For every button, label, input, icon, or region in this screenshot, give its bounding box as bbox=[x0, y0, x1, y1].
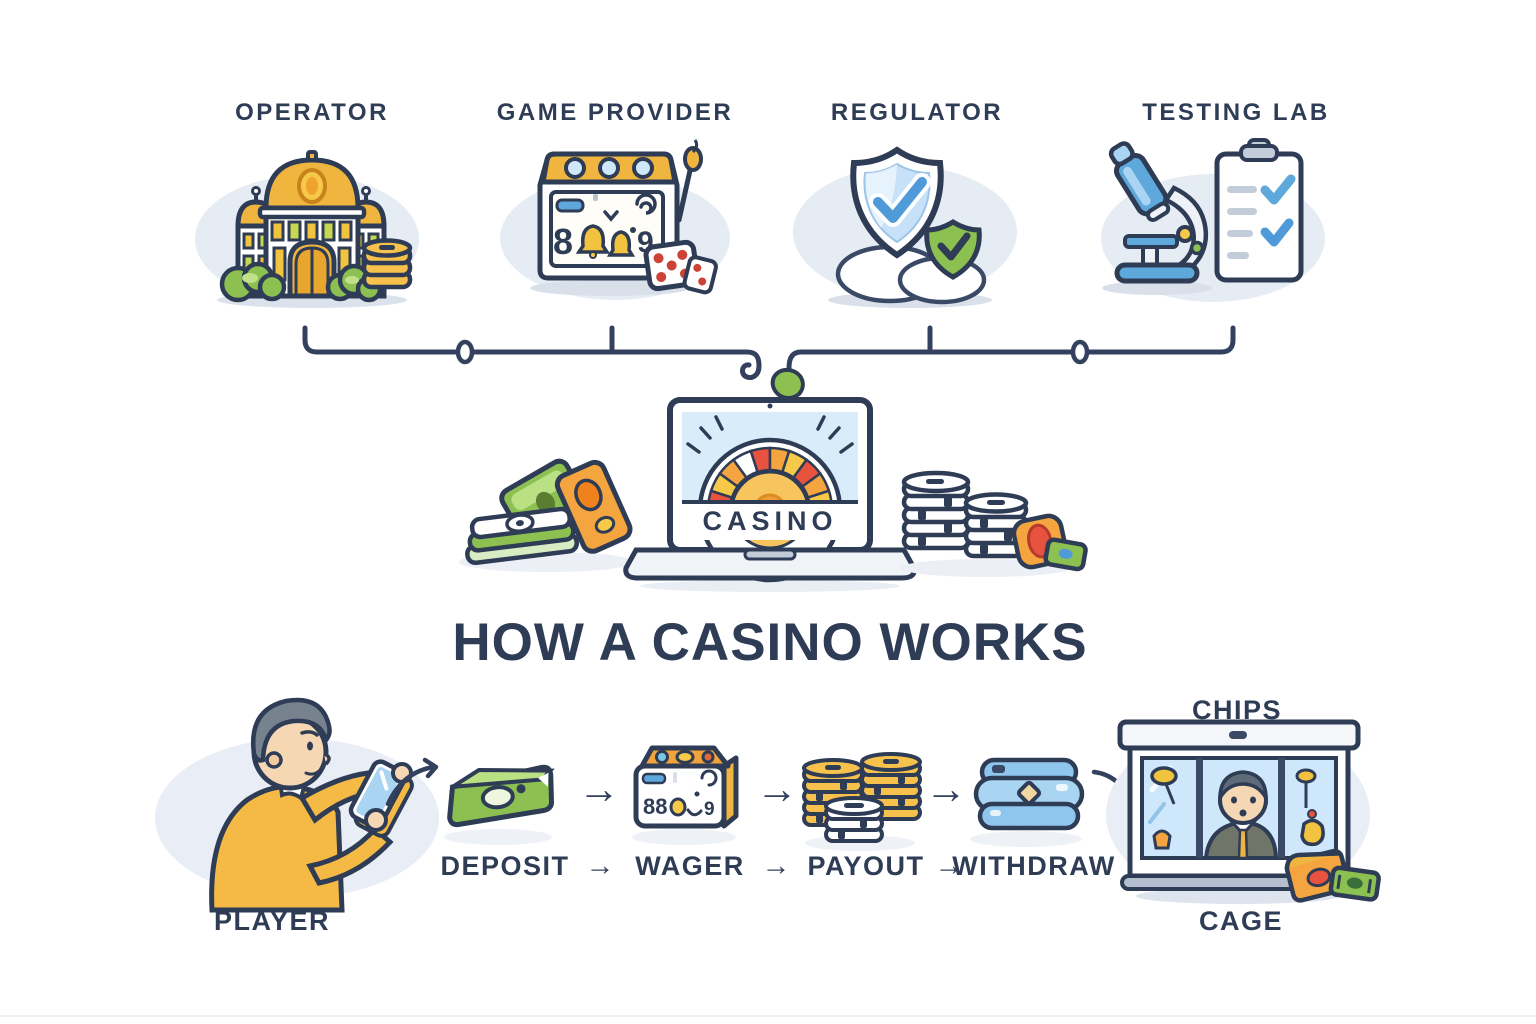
laptop-base bbox=[623, 547, 917, 581]
chip-stacks-icon bbox=[802, 752, 922, 851]
flow-arrow: → bbox=[756, 765, 798, 812]
player-arrow-icon bbox=[385, 757, 439, 807]
microscope-clipboard-icon bbox=[1101, 138, 1325, 302]
operator-label: OPERATOR bbox=[235, 99, 389, 126]
bill-stack bbox=[465, 506, 580, 566]
casino-building-icon bbox=[195, 150, 419, 308]
laptop-roulette-icon: CASINO bbox=[623, 397, 917, 592]
microscope-icon bbox=[1108, 141, 1209, 284]
wallet-clasp bbox=[1016, 780, 1042, 806]
yellow-stack-right bbox=[860, 752, 922, 821]
green-note-small bbox=[1043, 537, 1088, 572]
wager-label: WAGER bbox=[635, 851, 745, 881]
mini-slot-icon: 88 9 bbox=[632, 745, 739, 845]
regulator-label: REGULATOR bbox=[830, 99, 1004, 126]
leaf-icon bbox=[770, 367, 805, 400]
slot-machine-icon: 8 9 bbox=[500, 139, 730, 300]
page-title: HOW A CASINO WORKS bbox=[452, 613, 1088, 672]
wallet-icon bbox=[970, 757, 1085, 847]
withdraw-label: WITHDRAW bbox=[952, 851, 1116, 881]
cashier-figure bbox=[1203, 770, 1279, 860]
orange-card bbox=[554, 459, 633, 554]
shield-check-icon bbox=[793, 146, 1017, 308]
cage-label: CAGE bbox=[1198, 906, 1284, 936]
svg-text:88: 88 bbox=[643, 794, 667, 819]
white-chip-stack bbox=[901, 470, 971, 551]
cash-pile-icon bbox=[459, 458, 635, 572]
cashier-cage-icon bbox=[1106, 719, 1381, 904]
clipboard-icon bbox=[1214, 138, 1304, 283]
player-figure bbox=[209, 697, 414, 913]
slot-cabinet: 8 9 bbox=[537, 151, 680, 281]
bushes bbox=[219, 261, 383, 303]
white-stack-front bbox=[824, 796, 884, 843]
flow-arrow: → bbox=[934, 850, 964, 882]
glass-decals bbox=[1150, 766, 1325, 850]
flow-arrow: → bbox=[585, 850, 615, 882]
connector-node bbox=[1070, 339, 1090, 365]
flow-arrow: → bbox=[925, 765, 967, 812]
chip-stack-icon bbox=[900, 470, 1088, 577]
cash-bundle-icon bbox=[444, 764, 555, 845]
coin-stack-icon bbox=[361, 238, 413, 290]
connector-lines bbox=[302, 325, 1236, 400]
connector-node bbox=[455, 339, 475, 365]
deposit-label: DEPOSIT bbox=[440, 851, 570, 881]
flow-arrow: → bbox=[578, 765, 620, 812]
testing-lab-label: TESTING LAB bbox=[1142, 99, 1330, 126]
bottom-divider bbox=[0, 1015, 1536, 1017]
cage-money bbox=[1284, 848, 1381, 903]
green-shield bbox=[924, 219, 982, 280]
player-phone-icon bbox=[155, 697, 439, 913]
big-shield bbox=[850, 146, 944, 259]
payout-label: PAYOUT bbox=[807, 851, 925, 881]
player-label: PLAYER bbox=[213, 906, 331, 936]
svg-text:8: 8 bbox=[553, 221, 573, 262]
game-provider-label: GAME PROVIDER bbox=[496, 99, 734, 126]
svg-text:9: 9 bbox=[704, 799, 715, 820]
chips-label: CHIPS bbox=[1191, 695, 1283, 725]
casino-screen-label: CASINO bbox=[702, 506, 837, 536]
slot-lever bbox=[676, 139, 703, 223]
flow-arrow: → bbox=[761, 850, 791, 882]
dice-icon-small bbox=[682, 255, 718, 295]
